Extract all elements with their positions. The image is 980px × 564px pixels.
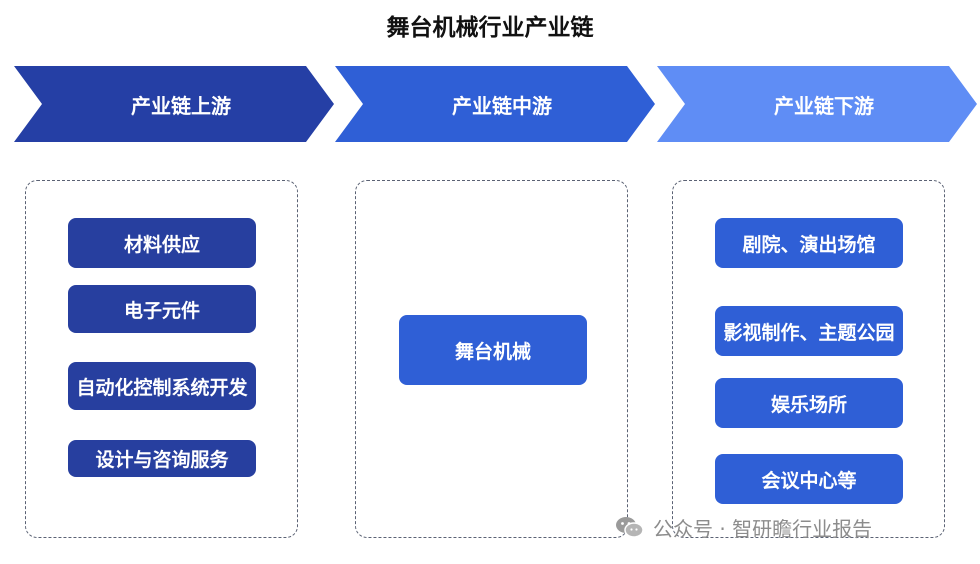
midstream-panel xyxy=(355,180,628,538)
stage-arrow-midstream: 产业链中游 xyxy=(335,66,655,142)
stage-label-downstream: 产业链下游 xyxy=(774,93,874,118)
downstream-panel xyxy=(672,180,945,538)
stage-arrow-upstream: 产业链上游 xyxy=(14,66,334,142)
upstream-item-automation: 自动化控制系统开发 xyxy=(68,362,256,410)
stage-arrow-downstream: 产业链下游 xyxy=(657,66,977,142)
downstream-item-conference: 会议中心等 xyxy=(715,454,903,504)
upstream-item-design: 设计与咨询服务 xyxy=(68,440,256,477)
downstream-item-film-parks: 影视制作、主题公园 xyxy=(715,306,903,356)
downstream-item-theaters: 剧院、演出场馆 xyxy=(715,218,903,268)
upstream-item-electronics: 电子元件 xyxy=(68,285,256,333)
diagram-title: 舞台机械行业产业链 xyxy=(386,15,594,41)
watermark: 公众号 · 智研瞻行业报告 xyxy=(615,510,872,544)
upstream-item-materials: 材料供应 xyxy=(68,218,256,268)
stage-label-upstream: 产业链上游 xyxy=(131,93,231,118)
wechat-icon xyxy=(616,517,644,538)
stage-label-midstream: 产业链中游 xyxy=(452,93,552,118)
watermark-text: 公众号 · 智研瞻行业报告 xyxy=(653,516,873,541)
midstream-item-stage-machinery: 舞台机械 xyxy=(399,315,587,385)
downstream-item-entertainment: 娱乐场所 xyxy=(715,378,903,428)
upstream-panel xyxy=(25,180,298,538)
